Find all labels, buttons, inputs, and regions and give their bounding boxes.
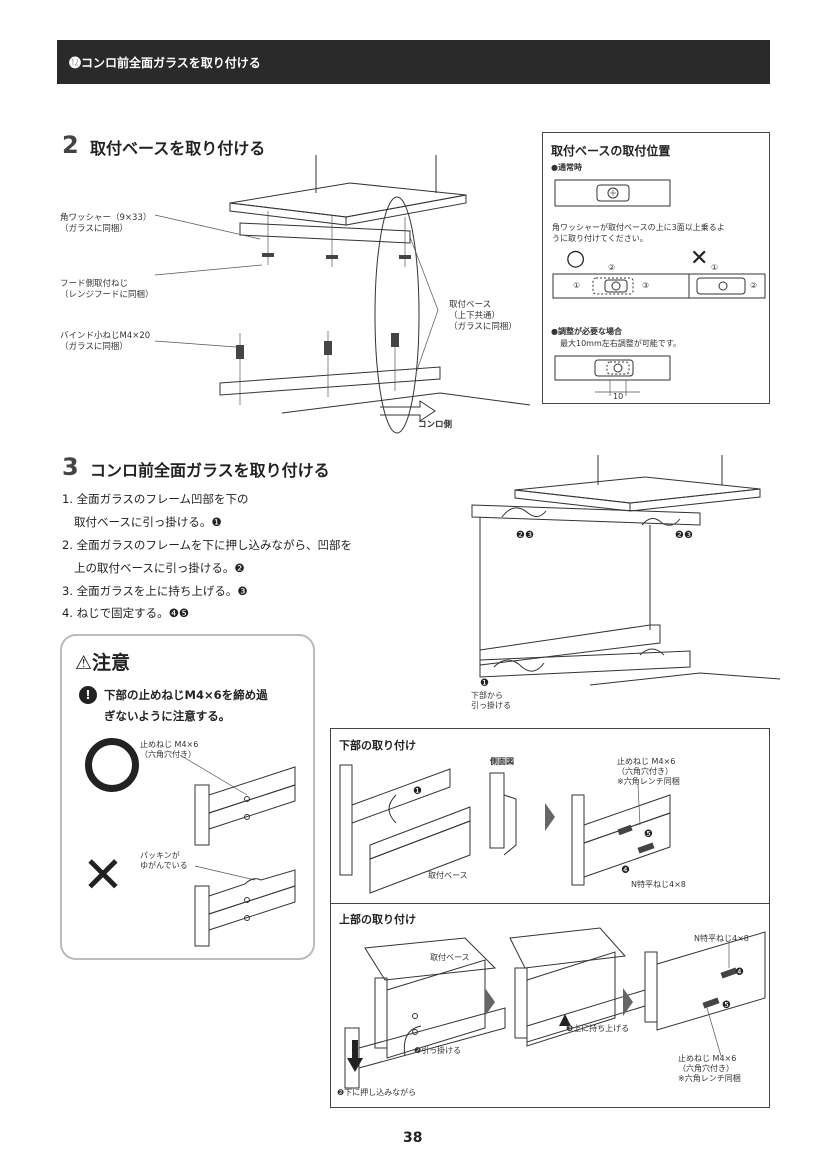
ng-mark: ✕ bbox=[690, 246, 709, 271]
position-box bbox=[542, 132, 770, 404]
position-note-1: 角ワッシャーが取付ベースの上に3面以上乗るよ bbox=[552, 223, 725, 232]
adjust-figure bbox=[554, 355, 671, 396]
adjust-note: 最大10mm左右調整が可能です。 bbox=[560, 339, 681, 348]
washer-note: （ガラスに同梱） bbox=[60, 224, 128, 234]
glass-mark-23-right: ❷❸ bbox=[675, 530, 693, 541]
step3-title: コンロ前全面ガラスを取り付ける bbox=[90, 461, 330, 480]
lower-mark-1: ❶ bbox=[413, 786, 422, 797]
caution-text-1: 下部の止めねじM4×6を締め過 bbox=[104, 688, 268, 702]
upper-base-label: 取付ベース bbox=[430, 953, 470, 962]
ok-ng-figure bbox=[552, 273, 766, 299]
detail-box bbox=[330, 728, 770, 1108]
step2-number: 2 bbox=[62, 131, 79, 159]
detail-divider bbox=[331, 903, 769, 904]
lower-base-label: 取付ベース bbox=[428, 871, 468, 880]
lower-stop-screw-note: （六角穴付き） bbox=[617, 767, 673, 776]
base-note-2: （ガラスに同梱） bbox=[449, 322, 517, 332]
base-note-1: （上下共通） bbox=[449, 311, 501, 321]
ok-stop-screw-label: 止めねじ M4×6 bbox=[140, 740, 199, 749]
ok-mark: ○ bbox=[566, 246, 586, 271]
bind-screw-note: （ガラスに同梱） bbox=[60, 342, 128, 352]
step3-item-1a: 1. 全面ガラスのフレーム凹部を下の bbox=[62, 492, 249, 506]
upper-mark-5: ❺ bbox=[722, 1000, 731, 1011]
side-view-label: 側面図 bbox=[490, 757, 514, 766]
glass-install-illustration bbox=[471, 455, 781, 686]
hook-label: ❷引っ掛ける bbox=[414, 1046, 462, 1055]
normal-label: ●通常時 bbox=[551, 163, 582, 172]
hood-screw-note: （レンジフードに同梱） bbox=[60, 290, 154, 300]
ok-c1: ① bbox=[573, 281, 581, 290]
step3-item-2a: 2. 全面ガラスのフレームを下に押し込みながら、凹部を bbox=[62, 538, 353, 552]
step2-title: 取付ベースを取り付ける bbox=[90, 139, 266, 158]
upper-stop-screw-note: （六角穴付き） bbox=[678, 1064, 734, 1073]
banner-title: ⓬コンロ前全面ガラスを取り付ける bbox=[69, 56, 261, 70]
ng-c2: ② bbox=[750, 281, 758, 290]
ok-c3: ③ bbox=[642, 281, 650, 290]
upper-install-figure bbox=[344, 927, 766, 1089]
upper-n-screw-label: N特平ねじ4×8 bbox=[694, 934, 749, 943]
ok-c2: ② bbox=[608, 263, 616, 272]
from-bottom-label-1: 下部から bbox=[471, 691, 503, 700]
position-note-2: うに取り付けてください。 bbox=[552, 234, 648, 243]
glass-mark-1: ❶ bbox=[480, 678, 489, 689]
base-label: 取付ベース bbox=[449, 300, 492, 310]
ng-cross-icon: ✕ bbox=[82, 846, 124, 904]
bind-screw-label: バインド小ねじM4×20 bbox=[60, 331, 151, 341]
position-box-title: 取付ベースの取付位置 bbox=[551, 144, 671, 158]
washer-label: 角ワッシャー（9×33） bbox=[60, 213, 152, 223]
page-number: 38 bbox=[403, 1130, 423, 1146]
adjust-dimension: 10 bbox=[613, 392, 624, 401]
caution-text-2: ぎないように注意する。 bbox=[104, 709, 231, 723]
push-down-label: ❷下に押し込みながら bbox=[337, 1088, 417, 1097]
ng-packing-note: ゆがんでいる bbox=[140, 861, 188, 870]
step3-item-1b: 取付ベースに引っ掛ける。❶ bbox=[74, 515, 222, 529]
lower-install-figure bbox=[339, 764, 671, 894]
glass-mark-23-left: ❷❸ bbox=[516, 530, 534, 541]
upper-wrench-note: ※六角レンチ同梱 bbox=[678, 1074, 741, 1083]
section-banner: ⓬コンロ前全面ガラスを取り付ける bbox=[57, 40, 770, 84]
lower-mark-4: ❹ bbox=[621, 865, 630, 876]
normal-position-figure bbox=[554, 179, 671, 207]
ng-frame-figure bbox=[194, 865, 296, 947]
lift-up-label: ❸上に持ち上げる bbox=[566, 1024, 630, 1033]
adjust-title: ●調整が必要な場合 bbox=[551, 327, 622, 336]
caution-title: ⚠注意 bbox=[75, 652, 131, 674]
step3-item-4: 4. ねじで固定する。❹❺ bbox=[62, 606, 190, 620]
hood-screw-label: フード側取付ねじ bbox=[60, 279, 129, 289]
lower-n-screw-label: N特平ねじ4×8 bbox=[631, 880, 686, 889]
upper-mark-4: ❹ bbox=[735, 967, 744, 978]
step3-item-3: 3. 全面ガラスを上に持ち上げる。❸ bbox=[62, 584, 248, 598]
base-install-illustration bbox=[154, 155, 531, 434]
lower-mark-5: ❺ bbox=[644, 829, 653, 840]
ok-circle-icon bbox=[85, 738, 139, 792]
ok-stop-screw-note: （六角穴付き） bbox=[140, 750, 196, 759]
upper-stop-screw-label: 止めねじ M4×6 bbox=[678, 1054, 737, 1063]
ng-packing-label: パッキンが bbox=[140, 851, 180, 860]
step3-number: 3 bbox=[62, 453, 79, 481]
caution-box bbox=[60, 634, 315, 960]
lower-install-title: 下部の取り付け bbox=[339, 739, 416, 752]
stove-side-label: コンロ側 bbox=[418, 420, 453, 430]
lower-wrench-note: ※六角レンチ同梱 bbox=[617, 777, 680, 786]
step3-item-2b: 上の取付ベースに引っ掛ける。❷ bbox=[74, 561, 245, 575]
lower-stop-screw-label: 止めねじ M4×6 bbox=[617, 757, 676, 766]
warning-icon: ! bbox=[79, 686, 97, 704]
from-bottom-label-2: 引っ掛ける bbox=[471, 701, 511, 710]
ng-c1: ① bbox=[711, 263, 719, 272]
ok-frame-figure bbox=[179, 754, 296, 846]
upper-install-title: 上部の取り付け bbox=[339, 913, 416, 926]
